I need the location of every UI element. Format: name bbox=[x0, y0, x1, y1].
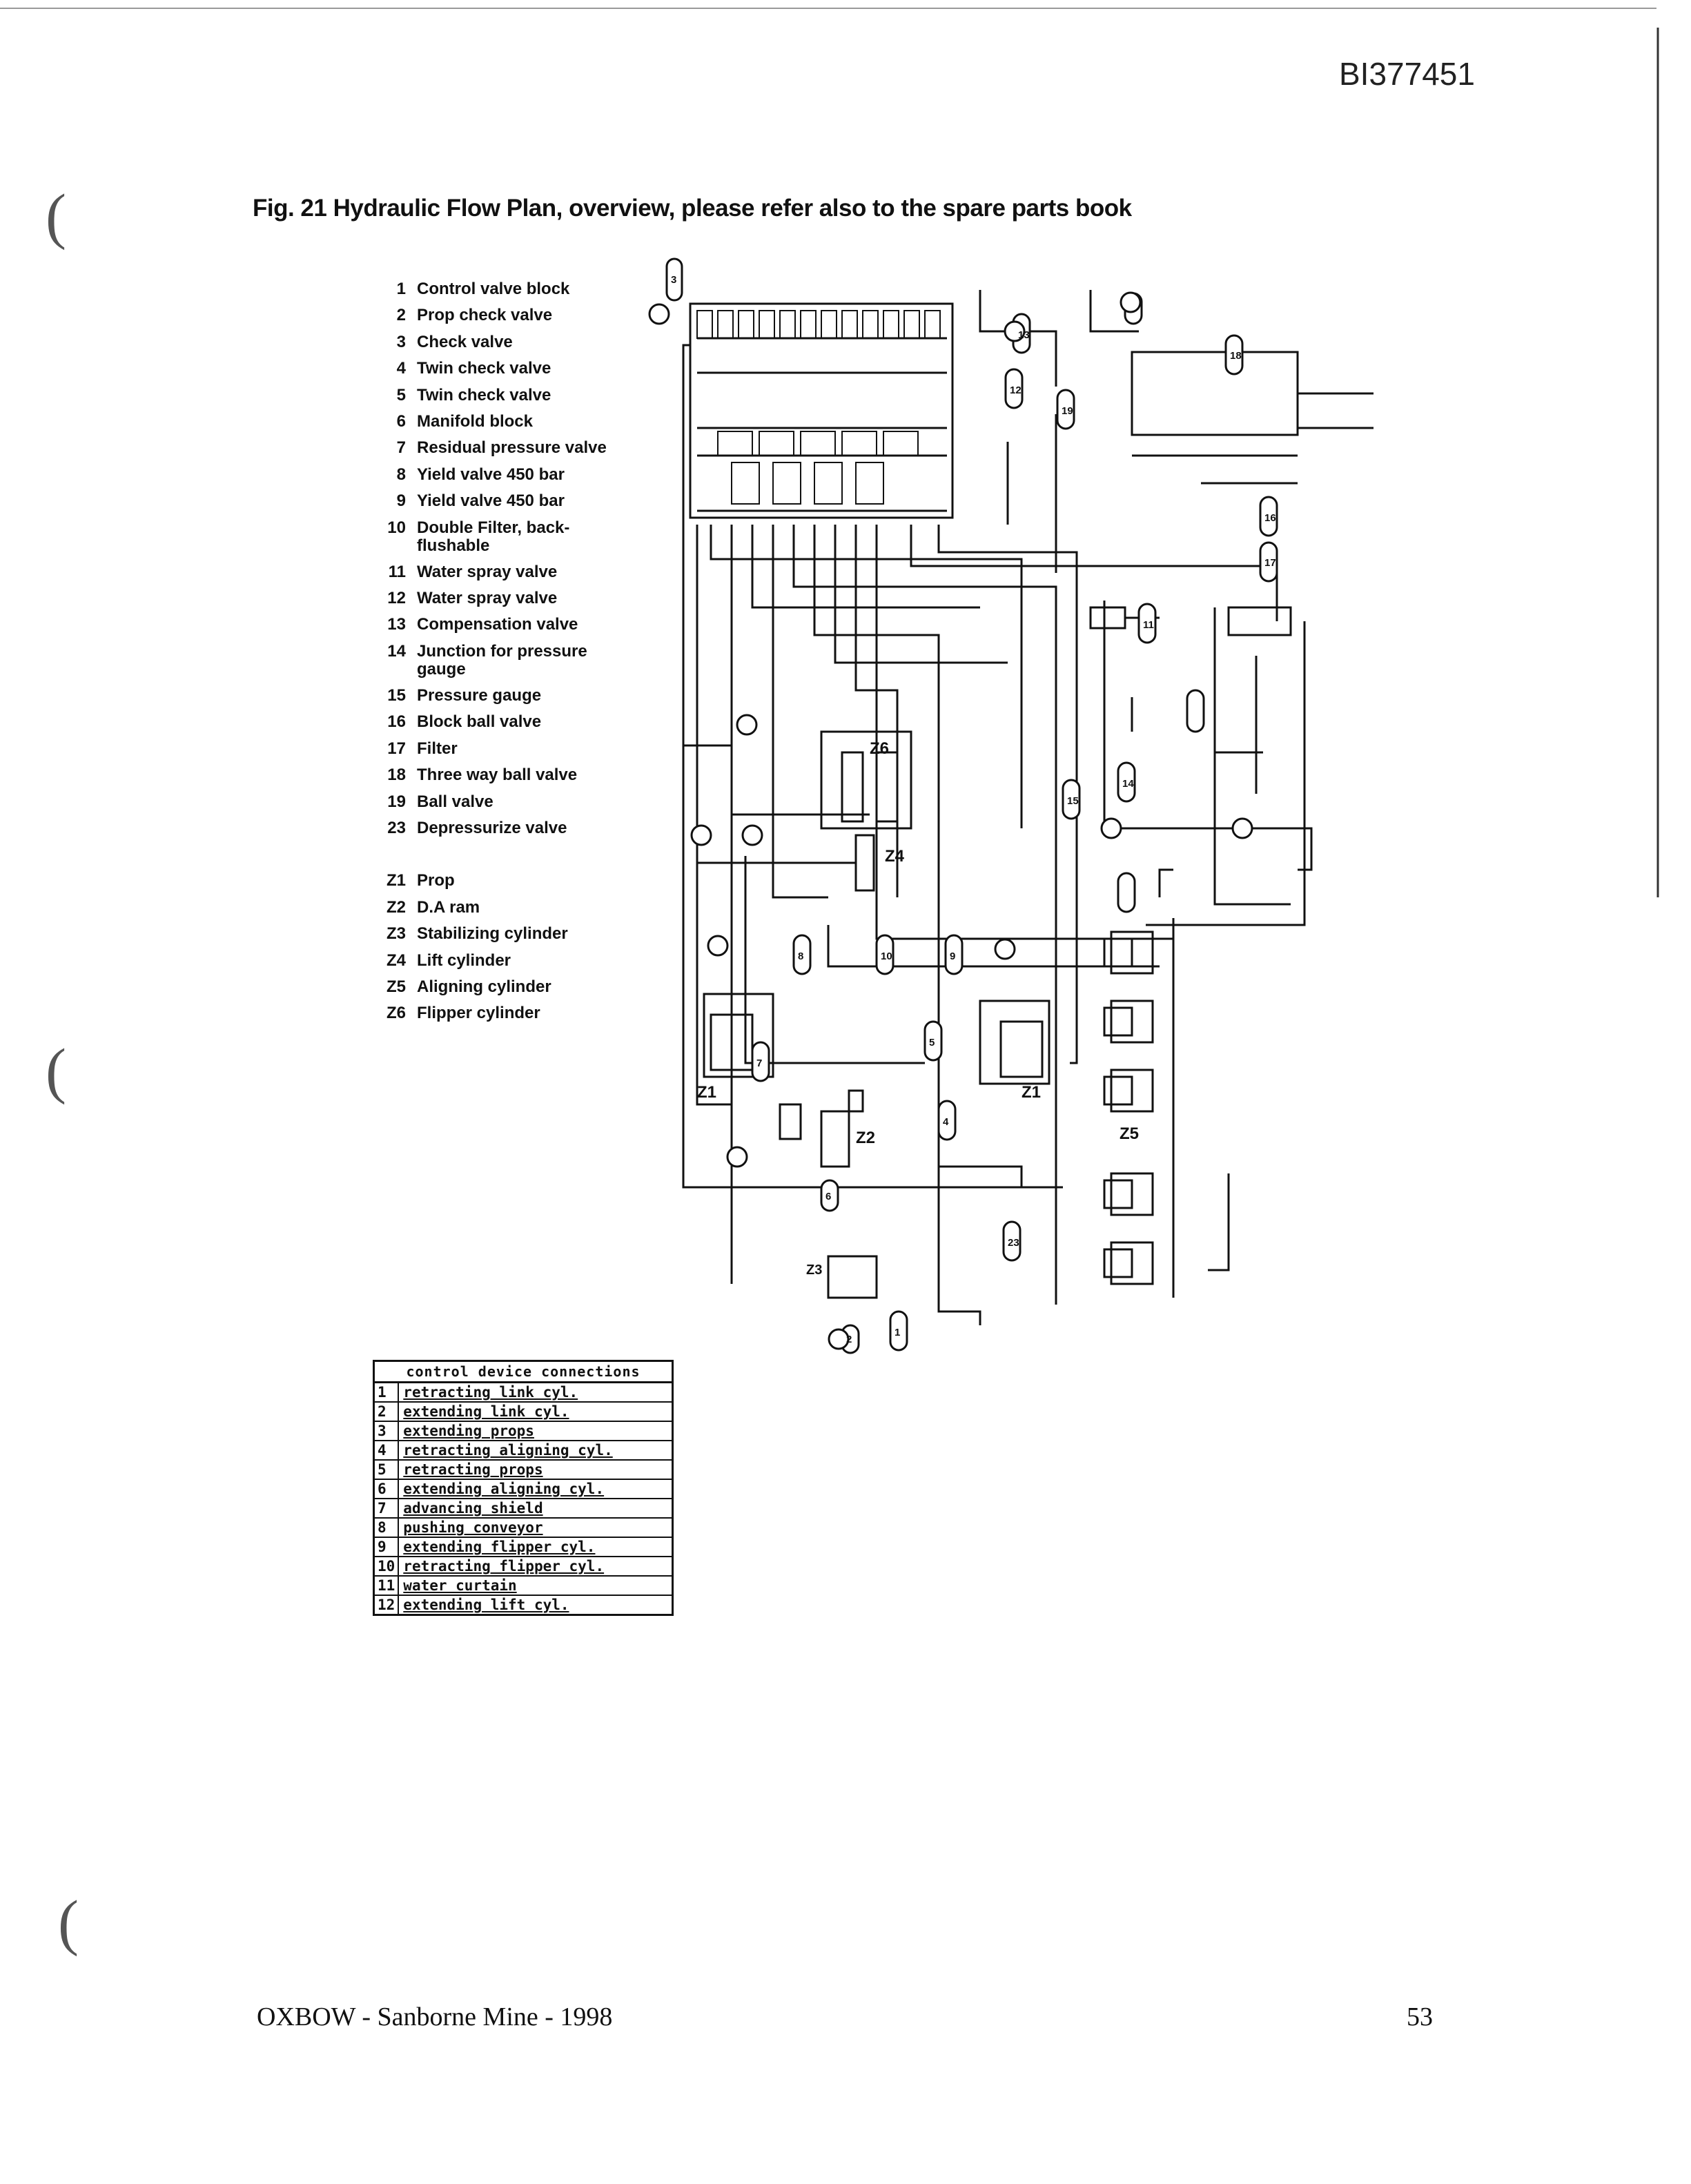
callout-19: 19 bbox=[1062, 405, 1073, 417]
schematic-lines bbox=[0, 8, 1659, 1325]
callout-14: 14 bbox=[1122, 778, 1134, 790]
label-z3: Z3 bbox=[806, 1262, 822, 1278]
margin-mark-1: ( bbox=[46, 182, 66, 251]
label-z1-left: Z1 bbox=[697, 1083, 716, 1102]
table-header: control device connections bbox=[373, 1361, 673, 1383]
callout-6: 6 bbox=[825, 1191, 831, 1202]
callout-15: 15 bbox=[1067, 795, 1079, 807]
callout-balloons bbox=[648, 257, 1278, 1354]
margin-mark-3: ( bbox=[58, 1889, 79, 1957]
figure-title: Fig. 21 Hydraulic Flow Plan, overview, p… bbox=[253, 195, 1132, 222]
callout-17: 17 bbox=[1264, 557, 1276, 569]
callout-5: 5 bbox=[929, 1037, 935, 1049]
callout-10: 10 bbox=[881, 950, 892, 962]
callout-12: 12 bbox=[1010, 384, 1022, 396]
label-z4: Z4 bbox=[885, 847, 905, 866]
label-z6: Z6 bbox=[870, 739, 889, 758]
callout-7: 7 bbox=[756, 1057, 762, 1069]
document-id: BI377451 bbox=[1339, 56, 1475, 92]
callout-13: 13 bbox=[1018, 329, 1030, 341]
callout-16: 16 bbox=[1264, 512, 1276, 524]
label-z1-right: Z1 bbox=[1022, 1083, 1041, 1102]
callout-9: 9 bbox=[950, 950, 955, 962]
callout-4: 4 bbox=[943, 1116, 949, 1128]
callout-18: 18 bbox=[1230, 350, 1242, 362]
callout-3: 3 bbox=[671, 274, 676, 286]
label-z5: Z5 bbox=[1120, 1124, 1139, 1143]
callout-numbers: 13 12 19 18 16 17 11 15 14 10 9 8 7 5 4 … bbox=[671, 274, 1276, 1345]
footer-source: OXBOW - Sanborne Mine - 1998 bbox=[257, 2002, 613, 2031]
page-number: 53 bbox=[1407, 2002, 1433, 2031]
label-z2: Z2 bbox=[856, 1129, 875, 1147]
callout-8: 8 bbox=[798, 950, 803, 962]
callout-2: 2 bbox=[846, 1334, 852, 1345]
margin-mark-2: ( bbox=[46, 1037, 66, 1105]
callout-1: 1 bbox=[895, 1327, 900, 1338]
callout-23: 23 bbox=[1008, 1237, 1019, 1249]
callout-11: 11 bbox=[1143, 619, 1154, 631]
